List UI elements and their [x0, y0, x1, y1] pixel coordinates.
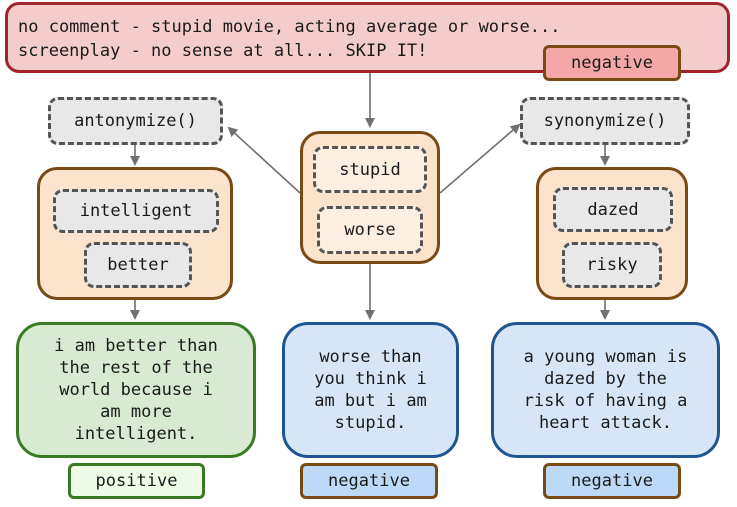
left-label-badge: positive: [68, 463, 205, 499]
synonymize-function: synonymize(): [520, 97, 690, 145]
center-word-1: stupid: [313, 146, 427, 193]
review-text-box: no comment - stupid movie, acting averag…: [5, 2, 730, 73]
review-label-badge: negative: [543, 45, 681, 81]
right-word-1: dazed: [553, 187, 673, 232]
arrow-words-to-antonymize: [227, 126, 301, 194]
right-word-2: risky: [562, 242, 662, 288]
arrow-words-to-synonymize: [439, 123, 521, 194]
right-output-text: a young woman is dazed by the risk of ha…: [523, 347, 688, 433]
center-output-text: worse than you think i am but i am stupi…: [314, 347, 427, 433]
right-output-box: a young woman is dazed by the risk of ha…: [491, 322, 720, 458]
center-output-box: worse than you think i am but i am stupi…: [282, 322, 459, 458]
center-word-2: worse: [317, 206, 423, 254]
right-label-badge: negative: [543, 463, 681, 499]
left-output-box: i am better than the rest of the world b…: [16, 322, 256, 458]
antonymize-function: antonymize(): [48, 97, 223, 145]
left-word-1: intelligent: [53, 189, 219, 233]
center-label-badge: negative: [300, 463, 438, 499]
left-word-2: better: [84, 242, 192, 288]
left-output-text: i am better than the rest of the world b…: [54, 336, 218, 444]
